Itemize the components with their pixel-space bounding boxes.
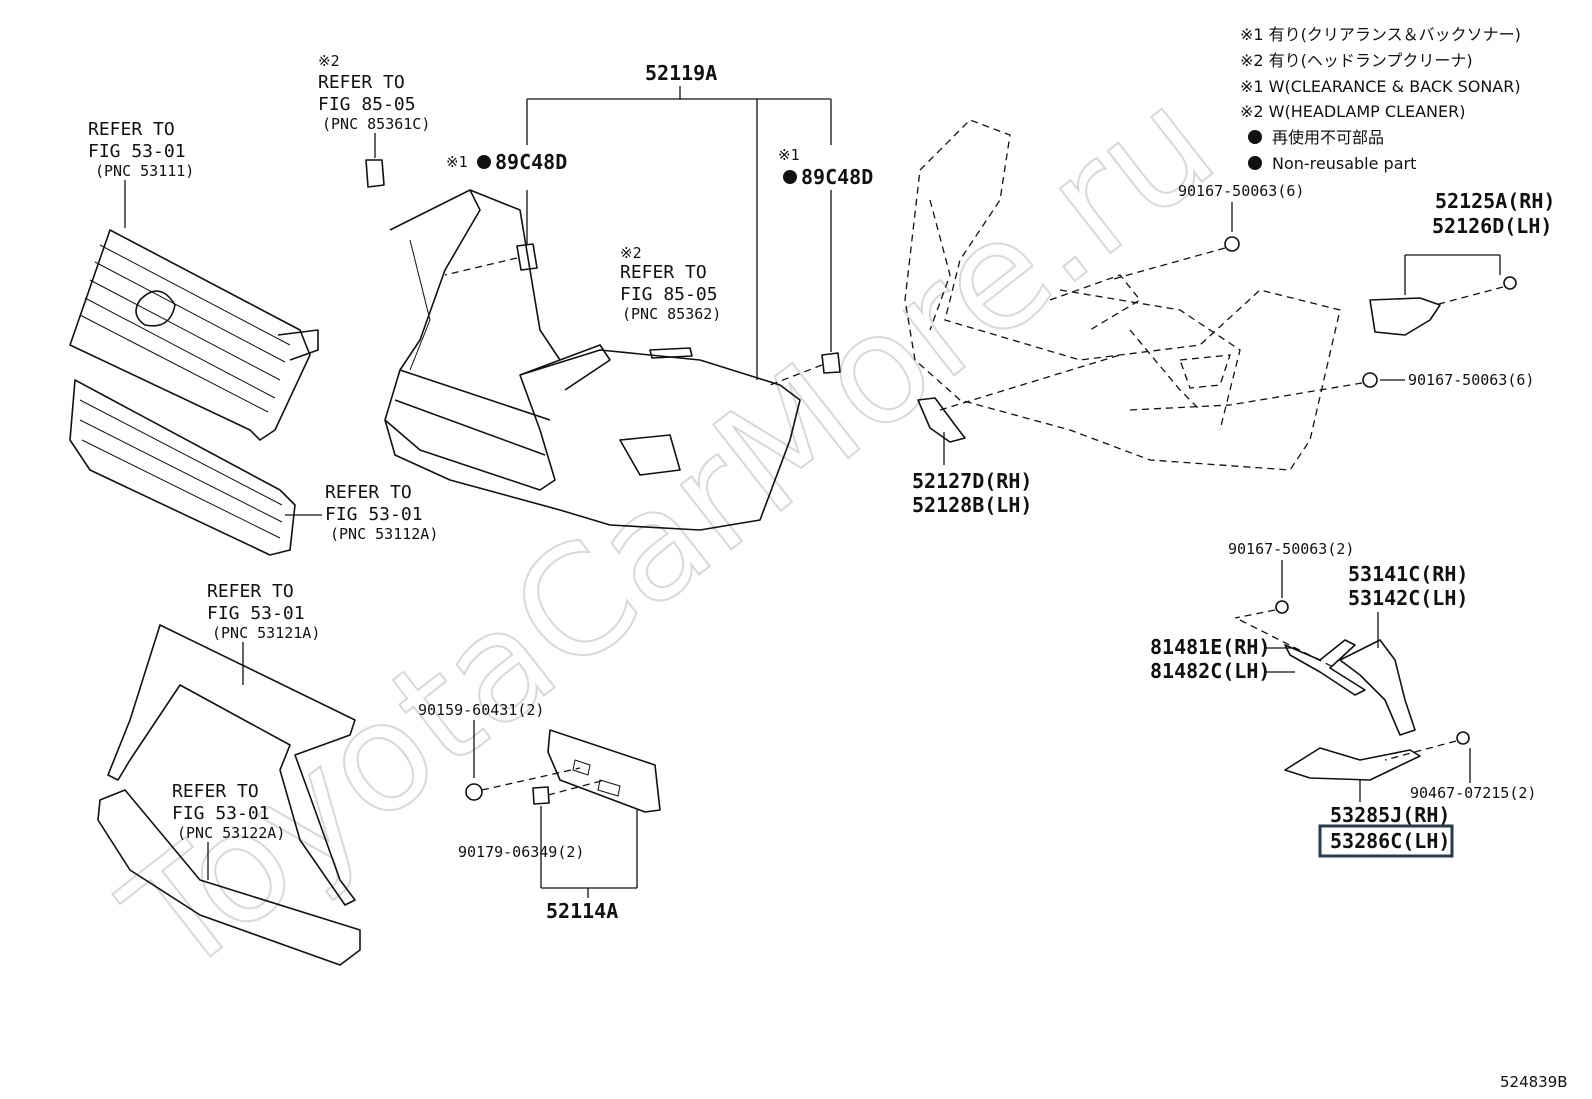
ref-line: (PNC 85362) [622,305,721,323]
rivet-icon [1456,731,1470,745]
ref-grille-upper: REFER TO FIG 53-01 (PNC 53111) [88,119,194,228]
non-reusable-bullet-icon [1248,156,1262,170]
legend-line-6: Non-reusable part [1272,154,1416,173]
ref-line: REFER TO [172,781,259,802]
bolt-label: 90159-60431(2) [418,701,544,719]
ref-line: REFER TO [88,119,175,140]
bracket-icon [1369,297,1441,336]
legend: ※1 有り(クリアランス＆バックソナー) ※2 有り(ヘッドランプクリーナ) ※… [1240,25,1521,173]
rivet-label: 90467-07215(2) [1410,784,1536,802]
ref-line: (PNC 85361C) [322,115,430,133]
bracket-lh-label: 52126D(LH) [1432,214,1552,238]
non-reusable-bullet-icon [477,155,491,169]
nut-icon [532,786,550,805]
ref-line: FIG 53-01 [325,504,423,525]
ref-line: REFER TO [325,482,412,503]
watermark: ToyotaCarMore.ru [94,56,1245,1009]
molding-icon [1284,639,1366,696]
plate-bracket-group: 90159-60431(2) 90179-06349(2) 52114A [418,701,661,923]
bumper-cover-label: 52119A [645,61,717,85]
upper-grille-drawing [69,229,319,441]
ref-line: (PNC 53122A) [177,824,285,842]
grille-frame-drawing [97,624,361,966]
ref-line: FIG 85-05 [318,94,416,115]
garnish-lh-label: 53142C(LH) [1348,586,1468,610]
bumper-cover-callout: 52119A [526,61,832,380]
ref-frame-upper: REFER TO FIG 53-01 (PNC 53121A) [207,581,320,685]
legend-line-5: 再使用不可部品 [1272,128,1384,147]
ref-line: REFER TO [207,581,294,602]
sensor-icon [821,352,841,374]
ref-line: FIG 53-01 [207,603,305,624]
legend-line-3: ※1 W(CLEARANCE & BACK SONAR) [1240,77,1521,96]
cover-rh-label: 53285J(RH) [1330,803,1450,827]
ref-line: FIG 53-01 [172,803,270,824]
clip-top: 90167-50063(6) [1109,182,1304,281]
bumper-outline-drawing [904,119,1341,471]
sensor-right: ※1 89C48D [769,146,873,386]
ref-line: FIG 53-01 [88,141,186,162]
non-reusable-bullet-icon [783,170,797,184]
bracket-rh-label: 52125A(RH) [1435,189,1555,213]
ref-mark: ※2 [318,52,340,70]
ref-line: REFER TO [318,72,405,93]
clip-icon [1275,600,1289,614]
cover-icon [1284,747,1421,781]
side-bracket: 52125A(RH) 52126D(LH) [1369,189,1555,336]
sensor-right-mark: ※1 [778,146,800,164]
legend-line-1: ※1 有り(クリアランス＆バックソナー) [1240,25,1521,44]
garnish-group: 90167-50063(2) 53141C(RH) 53142C(LH) 814… [1150,540,1536,858]
retainer: 52127D(RH) 52128B(LH) [912,354,1121,517]
ref-line: REFER TO [620,262,707,283]
sensor-left-mark: ※1 [446,153,468,171]
clip-icon [1503,276,1517,290]
cover-lh-highlight[interactable] [1318,824,1454,858]
clip-icon [1224,236,1240,252]
garnish-icon [1339,639,1416,736]
clip-side: 90167-50063(6) [1229,371,1534,406]
legend-line-2: ※2 有り(ヘッドランプクリーナ) [1240,51,1473,70]
garnish-rh-label: 53141C(RH) [1348,562,1468,586]
ref-mark: ※2 [620,244,642,262]
washer-nozzle-icon [649,347,693,359]
cover-lh-label[interactable]: 53286C(LH) [1330,829,1450,853]
plate-bracket-icon [547,729,661,813]
bumper-cover-drawing [384,189,801,531]
nut-label: 90179-06349(2) [458,843,584,861]
sensor-icon [516,243,538,271]
molding-rh-label: 81481E(RH) [1150,635,1270,659]
plate-bracket-label: 52114A [546,899,618,923]
retainer-rh-label: 52127D(RH) [912,469,1032,493]
bolt-icon [465,783,483,801]
ref-line: FIG 85-05 [620,284,718,305]
figure-id: 524839B [1500,1073,1568,1091]
clip-icon [1362,372,1378,388]
washer-cap-icon [365,159,385,188]
retainer-icon [917,397,966,443]
ref-line: (PNC 53111) [95,162,194,180]
molding-lh-label: 81482C(LH) [1150,659,1270,683]
ref-washer-nozzle: ※2 REFER TO FIG 85-05 (PNC 85362) [620,244,721,323]
clip-top-label: 90167-50063(6) [1178,182,1304,200]
non-reusable-bullet-icon [1248,130,1262,144]
ref-grille-lower: REFER TO FIG 53-01 (PNC 53112A) [285,482,438,543]
sensor-left: ※1 89C48D [444,150,567,276]
ref-line: (PNC 53121A) [212,624,320,642]
ref-washer-cap: ※2 REFER TO FIG 85-05 (PNC 85361C) [318,52,430,188]
lower-grille-drawing [69,379,296,556]
retainer-lh-label: 52128B(LH) [912,493,1032,517]
ref-line: (PNC 53112A) [330,525,438,543]
clip-side-label: 90167-50063(6) [1408,371,1534,389]
sensor-right-label: 89C48D [801,165,873,189]
ref-frame-lower: REFER TO FIG 53-01 (PNC 53122A) [172,781,285,880]
clip-small-label: 90167-50063(2) [1228,540,1354,558]
legend-line-4: ※2 W(HEADLAMP CLEANER) [1240,102,1465,121]
sensor-left-label: 89C48D [495,150,567,174]
